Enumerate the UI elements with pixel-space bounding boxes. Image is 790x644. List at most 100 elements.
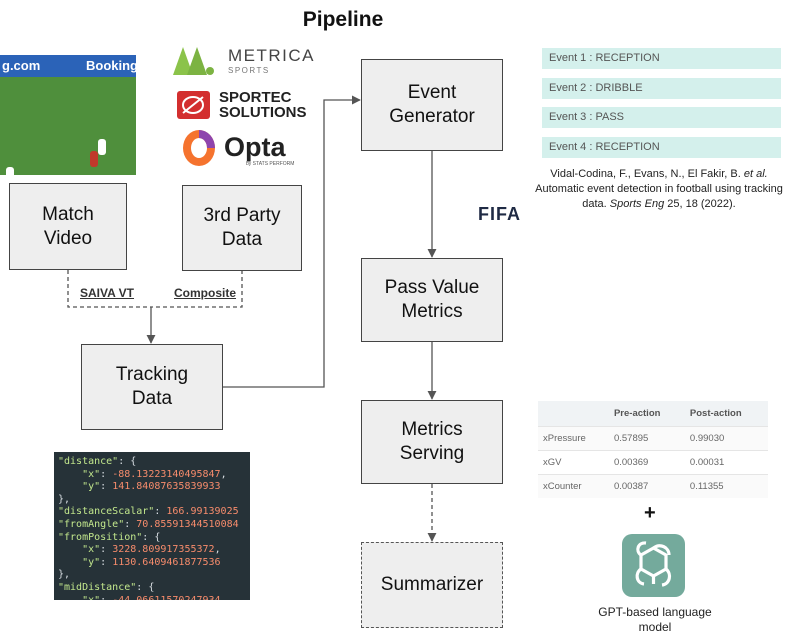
code-punct: : xyxy=(154,506,167,518)
diagram-title: Pipeline xyxy=(302,8,384,31)
event-item: Event 2 : DRIBBLE xyxy=(542,78,781,99)
table-row: xPressure 0.57895 0.99030 xyxy=(538,426,768,451)
code-punct: : xyxy=(124,518,137,530)
edge-video-to-tracking xyxy=(67,270,151,308)
code-line: "midDistance": { xyxy=(58,582,250,595)
event-item: Event 3 : PASS xyxy=(542,107,781,128)
code-key: "fromAngle" xyxy=(58,518,125,530)
code-line: "x": -44.06611570247934 xyxy=(58,595,250,600)
node-event-generator: Event Generator xyxy=(361,59,503,151)
code-value: 1130.6409461877536 xyxy=(112,556,221,568)
code-key: "x" xyxy=(58,595,100,600)
citation-authors: Vidal-Codina, F., Evans, N., El Fakir, B… xyxy=(550,168,741,180)
code-key: "y" xyxy=(58,481,101,493)
table-cell: 0.11355 xyxy=(684,474,768,498)
table-cell: 0.57895 xyxy=(608,426,685,451)
sportec-logo-icon xyxy=(177,91,210,119)
code-line: "y": 1130.6409461877536 xyxy=(58,557,250,570)
code-line: "fromAngle": 70.85591344510084 xyxy=(58,519,250,532)
code-line: "distance": { xyxy=(58,456,250,469)
metrica-logo-text: METRICA xyxy=(228,46,315,65)
table-cell: xCounter xyxy=(538,474,609,498)
plus-sign: + xyxy=(644,502,656,524)
event-item: Event 1 : RECEPTION xyxy=(542,48,781,69)
gpt-caption: GPT-based language model xyxy=(598,605,712,634)
node-third-party-data: 3rd Party Data xyxy=(182,185,302,271)
table-cell: 0.99030 xyxy=(684,426,768,451)
edge-thirdparty-to-tracking xyxy=(151,270,243,308)
player-figure xyxy=(98,139,106,155)
code-punct: : xyxy=(100,595,112,600)
citation-rest: 25, 18 (2022). xyxy=(667,198,736,210)
code-value: -44.06611570247934 xyxy=(112,595,220,600)
citation-etal: et al. xyxy=(743,168,768,180)
node-summarizer: Summarizer xyxy=(361,542,503,628)
code-line: }, xyxy=(58,569,250,582)
table-row: xCounter 0.00387 0.11355 xyxy=(538,474,768,498)
code-value: 70.85591344510084 xyxy=(136,518,239,530)
code-key: "fromPosition" xyxy=(58,531,143,543)
code-punct: , xyxy=(220,468,227,480)
table-header xyxy=(538,401,609,427)
edge-label-saiva: SAIVA VT xyxy=(80,286,135,300)
fifa-logo: FIFA xyxy=(478,204,521,224)
sportec-logo-text: SOLUTIONS xyxy=(219,104,307,121)
edge-tracking-to-event xyxy=(223,95,361,388)
code-value: 3228.809917355372 xyxy=(112,544,215,556)
code-value: -88.13223140495847 xyxy=(112,468,221,480)
openai-logo-icon xyxy=(622,534,685,597)
player-figure xyxy=(90,151,98,167)
code-line: "y": 141.84087635839933 xyxy=(58,481,250,494)
code-line: "x": 3228.809917355372, xyxy=(58,544,250,557)
table-cell: xPressure xyxy=(538,426,609,451)
node-metrics-serving: Metrics Serving xyxy=(361,400,503,484)
code-value: 141.84087635839933 xyxy=(112,481,221,493)
code-key: "distanceScalar" xyxy=(58,506,155,518)
banner-text-right: Booking xyxy=(86,58,136,73)
node-match-video: Match Video xyxy=(9,183,127,270)
code-punct: , xyxy=(214,544,221,556)
code-value: 166.99139025 xyxy=(166,506,239,518)
citation: Vidal-Codina, F., Evans, N., El Fakir, B… xyxy=(528,167,790,212)
code-key: "y" xyxy=(58,556,101,568)
node-pass-value-metrics: Pass Value Metrics xyxy=(361,258,503,342)
stadium-banner: g.com Booking xyxy=(0,55,136,77)
opta-logo-text: Opta xyxy=(224,132,286,162)
table-header: Post-action xyxy=(684,401,768,427)
code-punct: : { xyxy=(118,456,137,467)
code-line: "x": -88.13223140495847, xyxy=(58,469,250,482)
code-line: }, xyxy=(58,494,250,507)
json-code-snippet: "distance": { "x": -88.13223140495847, "… xyxy=(54,452,250,600)
opta-logo-icon xyxy=(183,130,215,166)
code-line: "distanceScalar": 166.99139025 xyxy=(58,506,250,519)
table-row: xGV 0.00369 0.00031 xyxy=(538,450,768,475)
code-punct: : { xyxy=(142,531,161,543)
table-header-row: Pre-action Post-action xyxy=(538,401,768,427)
metrics-table: Pre-action Post-action xPressure 0.57895… xyxy=(538,401,768,498)
code-punct: }, xyxy=(58,569,71,581)
code-punct: : xyxy=(100,481,113,493)
citation-journal: Sports Eng xyxy=(609,198,665,210)
code-punct: : xyxy=(100,468,113,480)
metrica-logo-subtext: SPORTS xyxy=(228,66,270,75)
sportec-logo-text: SPORTEC xyxy=(219,89,292,106)
code-key: "x" xyxy=(58,544,101,556)
table-cell: xGV xyxy=(538,450,609,475)
citation-title: Automatic event detection in football us… xyxy=(535,183,783,210)
match-video-thumbnail: g.com Booking xyxy=(0,55,136,175)
opta-logo-subtext: by STATS PERFORM xyxy=(246,161,295,167)
code-punct: : xyxy=(100,556,113,568)
metrica-logo-icon xyxy=(173,47,214,75)
code-key: "x" xyxy=(58,468,101,480)
code-key: "distance" xyxy=(58,456,119,467)
banner-text-left: g.com xyxy=(2,58,41,73)
table-cell: 0.00387 xyxy=(608,474,685,498)
table-cell: 0.00369 xyxy=(608,450,685,475)
code-punct: : { xyxy=(136,581,155,593)
code-punct: }, xyxy=(58,493,71,505)
edge-label-composite: Composite xyxy=(174,286,237,300)
node-tracking-data: Tracking Data xyxy=(81,344,223,430)
player-figure xyxy=(6,167,14,175)
code-line: "fromPosition": { xyxy=(58,532,250,545)
